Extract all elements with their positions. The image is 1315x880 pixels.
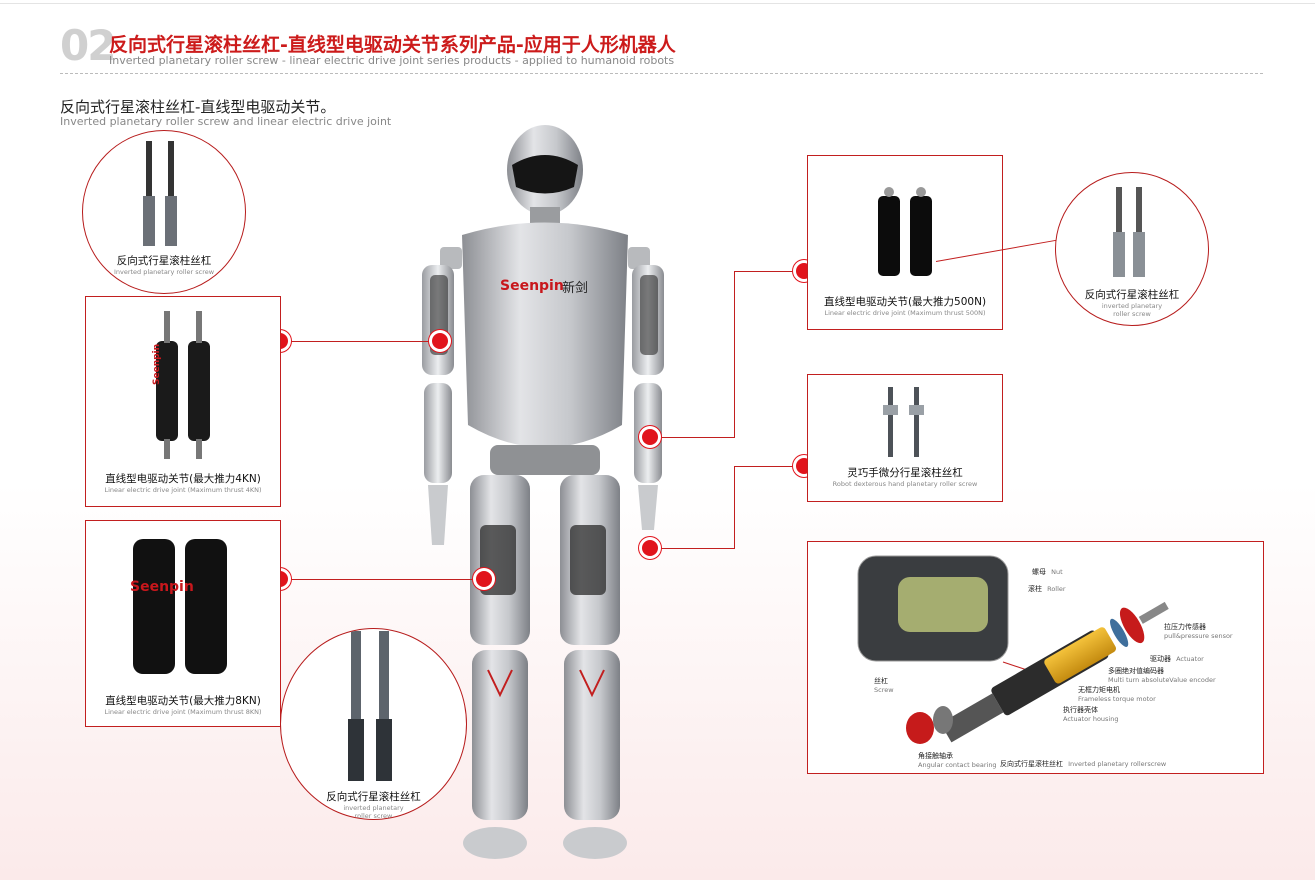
roller-screw-product-image <box>143 141 177 246</box>
section-title: 反向式行星滚柱丝杠-直线型电驱动关节。 <box>60 98 336 116</box>
section-number: 02 <box>60 21 116 70</box>
roller-screw-circle-top-left: 反向式行星滚柱丝杠 Inverted planetary roller scre… <box>82 130 246 294</box>
callout-caption-cn: 反向式行星滚柱丝杠 <box>116 255 212 267</box>
callout-caption: 直线型电驱动关节(最大推力500N) Linear electric drive… <box>808 294 1002 317</box>
callout-caption-en: Linear electric drive joint (Maximum thr… <box>104 708 262 716</box>
callout-dot <box>642 540 658 556</box>
callout-caption-en: inverted planetary <box>1101 302 1163 310</box>
linear-joint-500n-image <box>878 187 932 276</box>
humanoid-robot-illustration <box>422 125 664 859</box>
callout-caption: 反向式行星滚柱丝杠 inverted planetary roller scre… <box>1056 287 1208 318</box>
exploded-label-actuator: 驱动器 Actuator <box>1150 655 1204 663</box>
callout-caption-cn: 灵巧手微分行星滚柱丝杠 <box>847 467 963 479</box>
callout-caption-en: Linear electric drive joint (Maximum thr… <box>104 486 262 494</box>
joint-500n-box: 直线型电驱动关节(最大推力500N) Linear electric drive… <box>807 155 1003 330</box>
robot-brand-cn: 新剑 <box>562 281 589 296</box>
robot-brand-logo: Seenpin <box>500 278 564 294</box>
exploded-view-illustration <box>857 555 1169 744</box>
connector-line <box>734 271 804 272</box>
callout-dot <box>642 429 658 445</box>
connector-line <box>734 271 735 438</box>
product-brand-text: Seenpin <box>152 343 162 385</box>
connector-line <box>650 548 734 549</box>
callout-caption: 反向式行星滚柱丝杠 inverted planetary roller scre… <box>281 789 466 820</box>
callout-caption-cn: 反向式行星滚柱丝杠 <box>1084 289 1180 301</box>
connector-line <box>734 466 804 467</box>
exploded-label-nut: 螺母 Nut <box>1032 568 1063 576</box>
page-title: 反向式行星滚柱丝杠-直线型电驱动关节系列产品-应用于人形机器人 <box>109 34 676 56</box>
roller-screw-circle-bottom: 反向式行星滚柱丝杠 inverted planetary roller scre… <box>280 628 467 820</box>
callout-caption-en: inverted planetary <box>343 804 404 812</box>
hand-screw-product-image <box>883 387 924 457</box>
connector-line <box>288 579 484 580</box>
callout-dot <box>476 571 492 587</box>
section-subtitle: Inverted planetary roller screw and line… <box>60 115 392 128</box>
exploded-label-inverted-screw: 反向式行星滚柱丝杠 Inverted planetary rollerscrew <box>1000 760 1167 768</box>
callout-caption: 直线型电驱动关节(最大推力8KN) Linear electric drive … <box>86 693 280 716</box>
callout-caption-en-2: roller screw <box>1113 310 1151 318</box>
callout-dot <box>432 333 448 349</box>
page-subtitle: Inverted planetary roller screw - linear… <box>109 54 675 67</box>
connector-line <box>650 437 734 438</box>
callout-caption-cn: 直线型电驱动关节(最大推力8KN) <box>105 695 261 707</box>
callout-caption: 直线型电驱动关节(最大推力4KN) Linear electric drive … <box>86 471 280 494</box>
callout-caption-en: Linear electric drive joint (Maximum thr… <box>824 309 986 317</box>
joint-4kn-box: Seenpin 直线型电驱动关节(最大推力4KN) Linear electri… <box>85 296 281 507</box>
roller-screw-product-image <box>1113 187 1145 277</box>
roller-screw-circle-right: 反向式行星滚柱丝杠 inverted planetary roller scre… <box>1055 172 1209 326</box>
connector-line <box>734 466 735 549</box>
callout-caption-en: Inverted planetary roller screw <box>113 268 215 276</box>
callout-caption-cn: 反向式行星滚柱丝杠 <box>326 791 421 803</box>
joint-8kn-box: Seenpin 直线型电驱动关节(最大推力8KN) Linear electri… <box>85 520 281 727</box>
linear-joint-8kn-image <box>133 539 227 674</box>
callout-caption-cn: 直线型电驱动关节(最大推力500N) <box>823 296 987 308</box>
exploded-label-roller: 滚柱 Roller <box>1028 585 1066 593</box>
roller-screw-product-image <box>348 631 392 781</box>
callout-caption-cn: 直线型电驱动关节(最大推力4KN) <box>105 473 261 485</box>
callout-caption-en: Robot dexterous hand planetary roller sc… <box>832 480 978 488</box>
linear-joint-4kn-image <box>156 311 210 459</box>
callout-caption: 灵巧手微分行星滚柱丝杠 Robot dexterous hand planeta… <box>808 465 1002 488</box>
callout-caption-en-2: roller screw <box>354 812 393 820</box>
top-rule <box>0 3 1315 4</box>
callout-caption: 反向式行星滚柱丝杠 Inverted planetary roller scre… <box>83 253 245 276</box>
header-divider <box>60 73 1263 74</box>
dexterous-hand-screw-box: 灵巧手微分行星滚柱丝杠 Robot dexterous hand planeta… <box>807 374 1003 502</box>
product-brand-text: Seenpin <box>130 579 194 595</box>
connector-line <box>288 341 440 342</box>
